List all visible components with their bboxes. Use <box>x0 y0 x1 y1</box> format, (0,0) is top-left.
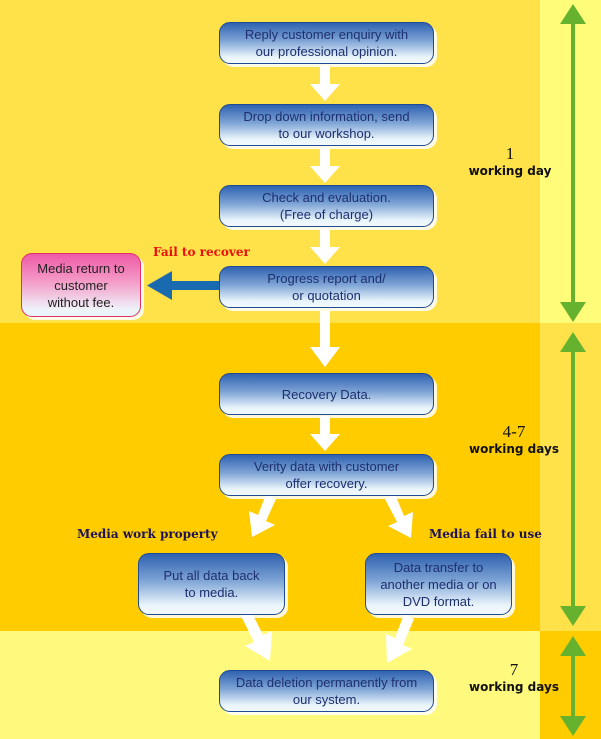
step-recovery-data: Recovery Data. <box>219 373 434 415</box>
flow-arrow-1-2 <box>310 66 340 101</box>
step-text: Data deletion permanently from our syste… <box>235 675 418 707</box>
duration-phase-3: 7 working days <box>462 661 566 695</box>
step-text: Progress report and/ or quotation <box>267 271 386 303</box>
step-drop-down-information: Drop down information, send to our works… <box>219 104 434 146</box>
duration-number: 4-7 <box>502 422 526 441</box>
step-progress-report: Progress report and/ or quotation <box>219 266 434 308</box>
duration-unit: working days <box>469 442 559 456</box>
duration-number: 7 <box>509 660 519 679</box>
media-return-text: Media return to customer without fee. <box>37 260 125 310</box>
flow-arrow-2-3 <box>310 148 340 183</box>
flow-arrow-6-8 <box>385 494 413 538</box>
step-check-evaluation: Check and evaluation. (Free of charge) <box>219 185 434 227</box>
step-text: Data transfer to another media or on DVD… <box>380 559 497 609</box>
duration-number: 1 <box>505 144 515 163</box>
step-text: Drop down information, send to our works… <box>243 109 410 141</box>
media-work-property-label: Media work property <box>77 527 218 541</box>
step-data-transfer: Data transfer to another media or on DVD… <box>365 553 512 615</box>
media-fail-to-use-label: Media fail to use <box>429 527 542 541</box>
duration-unit: working days <box>469 680 559 694</box>
flow-arrow-8-9 <box>386 614 414 663</box>
step-text: Reply customer enquiry with our professi… <box>244 27 409 59</box>
step-put-data-back: Put all data back to media. <box>138 553 285 615</box>
step-text: Recovery Data. <box>281 386 372 402</box>
timeline-arrow-2-top-head <box>560 332 586 352</box>
phase-band-2-timeline-column <box>540 323 601 631</box>
flow-arrow-4-5 <box>310 311 340 367</box>
fail-arrow <box>147 271 220 300</box>
step-reply-enquiry: Reply customer enquiry with our professi… <box>219 22 434 64</box>
timeline-arrow-3-bottom-head <box>560 716 586 736</box>
timeline-arrow-3-top-head <box>560 636 586 656</box>
flow-arrow-5-6 <box>310 416 340 451</box>
step-text: Put all data back to media. <box>163 568 260 600</box>
duration-phase-2: 4-7 working days <box>462 423 566 457</box>
duration-unit: working day <box>468 164 552 178</box>
fail-to-recover-label: Fail to recover <box>153 245 250 259</box>
duration-phase-1: 1 working day <box>462 145 558 179</box>
timeline-arrow-1-bottom-head <box>560 302 586 322</box>
step-data-deletion: Data deletion permanently from our syste… <box>219 670 434 712</box>
media-return-box: Media return to customer without fee. <box>21 253 141 317</box>
step-text: Check and evaluation. (Free of charge) <box>262 190 391 222</box>
flow-arrow-6-7 <box>249 494 276 537</box>
timeline-arrow-1-top-head <box>560 4 586 24</box>
phase-band-1-timeline-column <box>540 0 601 323</box>
step-text: Verity data with customer offer recovery… <box>253 459 400 491</box>
flow-arrow-3-4 <box>310 229 340 264</box>
flow-arrow-7-9 <box>240 609 272 661</box>
timeline-arrow-2-bottom-head <box>560 606 586 626</box>
step-verify-data: Verity data with customer offer recovery… <box>219 454 434 496</box>
